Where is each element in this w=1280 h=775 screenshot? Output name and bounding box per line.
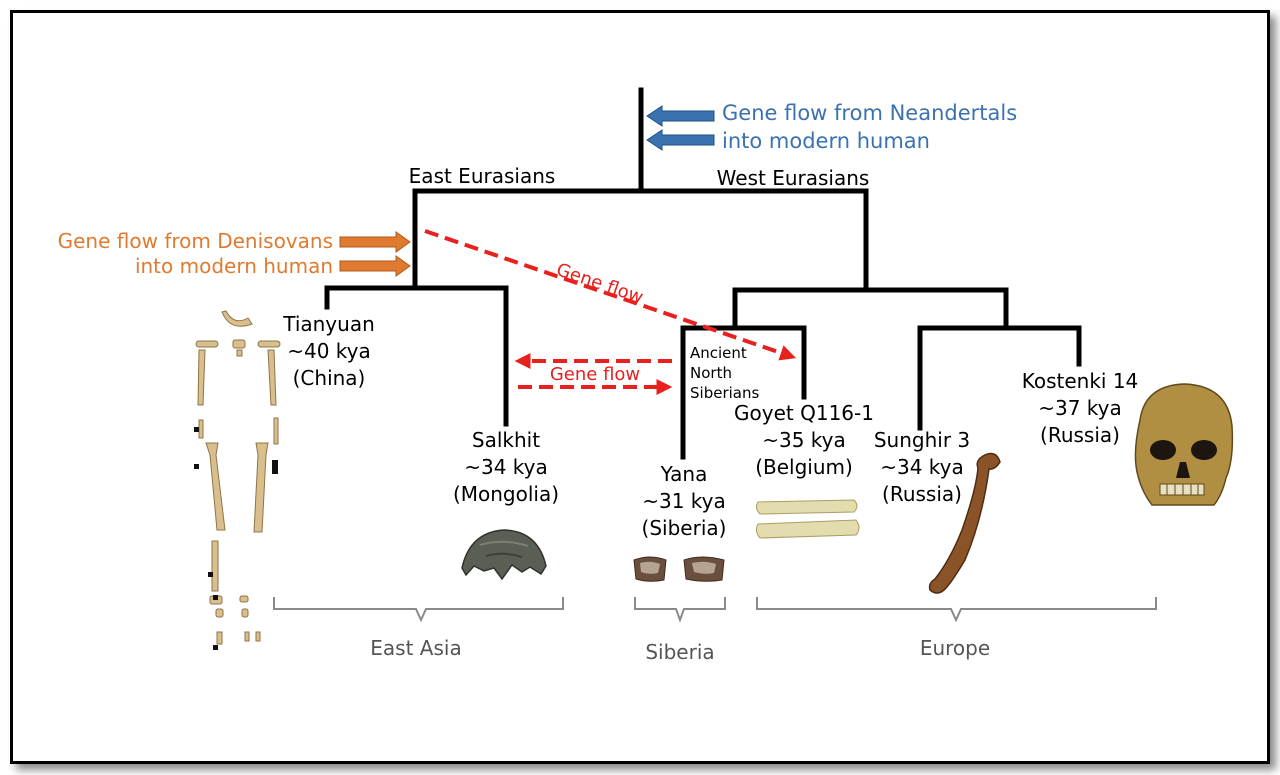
neandertal-arrows (646, 105, 715, 151)
clade-west-eurasians: West Eurasians (717, 166, 870, 190)
salkhit-name: Salkhit (472, 428, 540, 452)
kostenki-place: (Russia) (1040, 423, 1120, 447)
kostenki-name: Kostenki 14 (1022, 369, 1139, 393)
clade-ans-line1: Ancient (690, 344, 747, 362)
yana-name: Yana (660, 462, 708, 486)
sample-tianyuan: Tianyuan ~40 kya (China) (282, 312, 375, 390)
sunghir-place: (Russia) (882, 482, 962, 506)
kostenki-skull-image (1134, 383, 1234, 506)
region-east-asia: East Asia (370, 636, 461, 660)
salkhit-skullcap-image (461, 529, 547, 581)
blue-arrow-icon (646, 129, 715, 151)
sample-yana: Yana ~31 kya (Siberia) (642, 462, 727, 540)
sample-goyet: Goyet Q116-1 ~35 kya (Belgium) (734, 401, 874, 479)
clade-east-eurasians: East Eurasians (409, 164, 556, 188)
east-asia-brace (273, 597, 564, 623)
sunghir-femur-image (928, 452, 1001, 594)
yana-teeth-image (633, 556, 725, 582)
goyet-name: Goyet Q116-1 (734, 401, 874, 425)
denisovan-flow-line1: Gene flow from Denisovans (58, 229, 333, 253)
neandertal-flow-line2: into modern human (722, 129, 930, 153)
clade-ans-line2: North (690, 364, 732, 382)
orange-arrow-icon (339, 255, 411, 277)
tianyuan-skeleton-image (194, 310, 281, 650)
goyet-age: ~35 kya (762, 428, 846, 452)
region-europe: Europe (920, 636, 990, 660)
yana-place: (Siberia) (642, 516, 727, 540)
tianyuan-age: ~40 kya (287, 339, 371, 363)
denisovan-flow-line2: into modern human (135, 254, 333, 278)
tree-branches (324, 87, 1082, 460)
gene-flow-diagonal-arrow (424, 229, 797, 361)
salkhit-age: ~34 kya (464, 455, 548, 479)
yana-age: ~31 kya (642, 489, 726, 513)
sample-salkhit: Salkhit ~34 kya (Mongolia) (453, 428, 559, 506)
region-siberia: Siberia (645, 640, 714, 664)
sunghir-name: Sunghir 3 (874, 428, 970, 452)
salkhit-place: (Mongolia) (453, 482, 559, 506)
clade-ans-line3: Siberians (690, 384, 759, 402)
tianyuan-name: Tianyuan (282, 312, 375, 336)
siberia-brace (634, 597, 726, 623)
kostenki-age: ~37 kya (1038, 396, 1122, 420)
denisovan-arrows (339, 231, 411, 277)
orange-arrow-icon (339, 231, 411, 253)
neandertal-flow-line1: Gene flow from Neandertals (722, 101, 1017, 125)
goyet-place: (Belgium) (755, 455, 853, 479)
gene-flow-diagonal-label: Gene flow (554, 259, 646, 308)
sample-sunghir: Sunghir 3 ~34 kya (Russia) (874, 428, 970, 506)
tianyuan-place: (China) (293, 366, 366, 390)
goyet-bone-image (755, 499, 860, 539)
sample-kostenki: Kostenki 14 ~37 kya (Russia) (1022, 369, 1139, 447)
sunghir-age: ~34 kya (880, 455, 964, 479)
blue-arrow-icon (646, 105, 715, 127)
europe-brace (756, 597, 1157, 623)
gene-flow-horizontal-label: Gene flow (550, 364, 640, 385)
